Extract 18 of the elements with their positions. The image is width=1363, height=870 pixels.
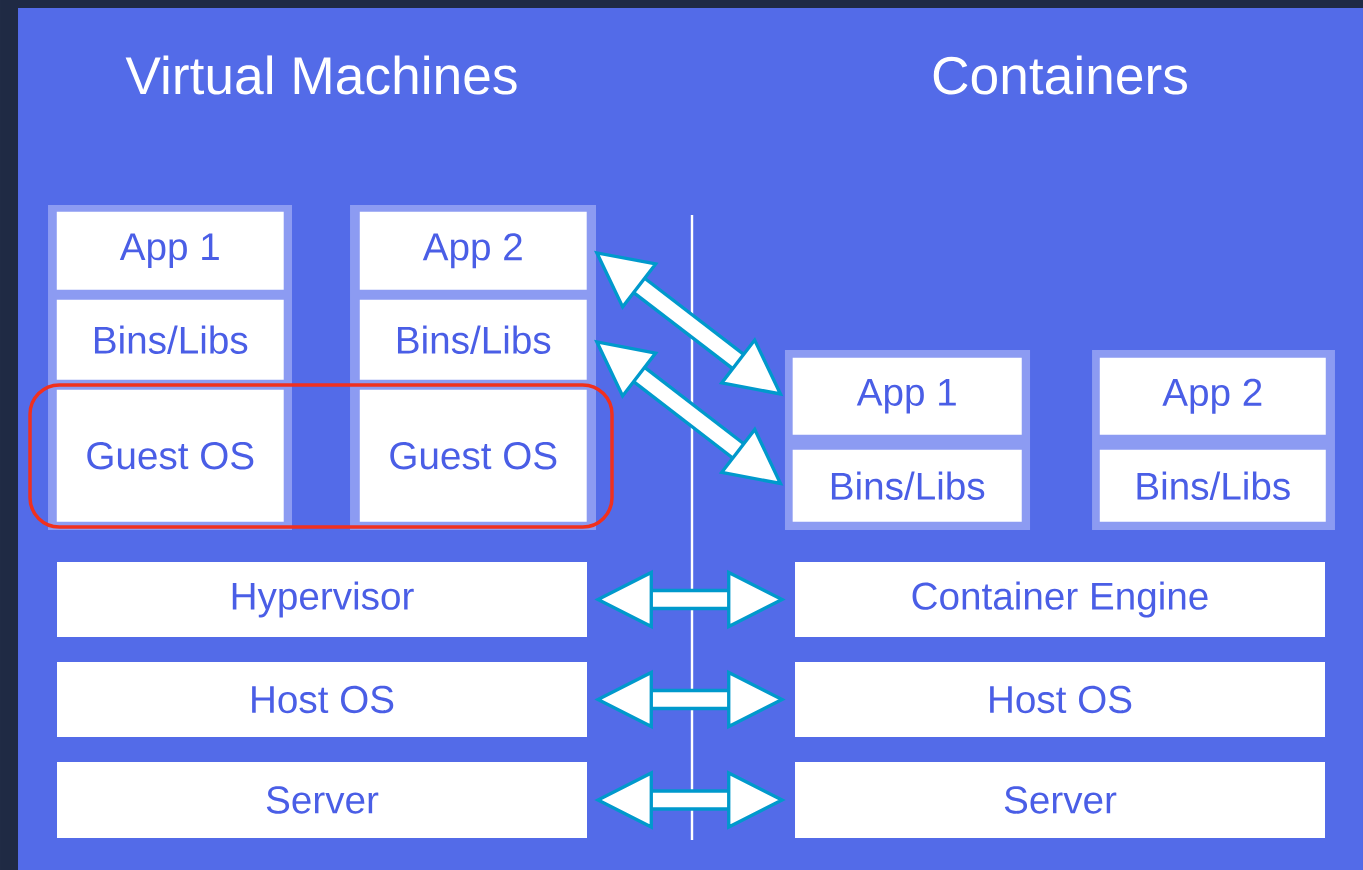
component-box: App 2	[1099, 357, 1326, 435]
layer-box: Host OS	[57, 662, 587, 737]
component-box: Bins/Libs	[56, 299, 284, 380]
layer-box: Container Engine	[795, 562, 1325, 637]
component-box: Guest OS	[359, 389, 587, 522]
component-box: Bins/Libs	[792, 449, 1022, 522]
layer-box: Host OS	[795, 662, 1325, 737]
layer-box: Hypervisor	[57, 562, 587, 637]
component-box: App 1	[792, 357, 1022, 435]
column-heading: Containers	[933, 55, 1187, 95]
layer-box: Server	[57, 762, 587, 838]
component-box: Bins/Libs	[1099, 449, 1326, 522]
component-box: Guest OS	[56, 389, 284, 522]
column-heading: Virtual Machines	[125, 55, 517, 95]
component-box: Bins/Libs	[359, 299, 587, 380]
layer-box: Server	[795, 762, 1325, 838]
component-box: App 1	[56, 211, 284, 290]
component-box: App 2	[359, 211, 587, 290]
